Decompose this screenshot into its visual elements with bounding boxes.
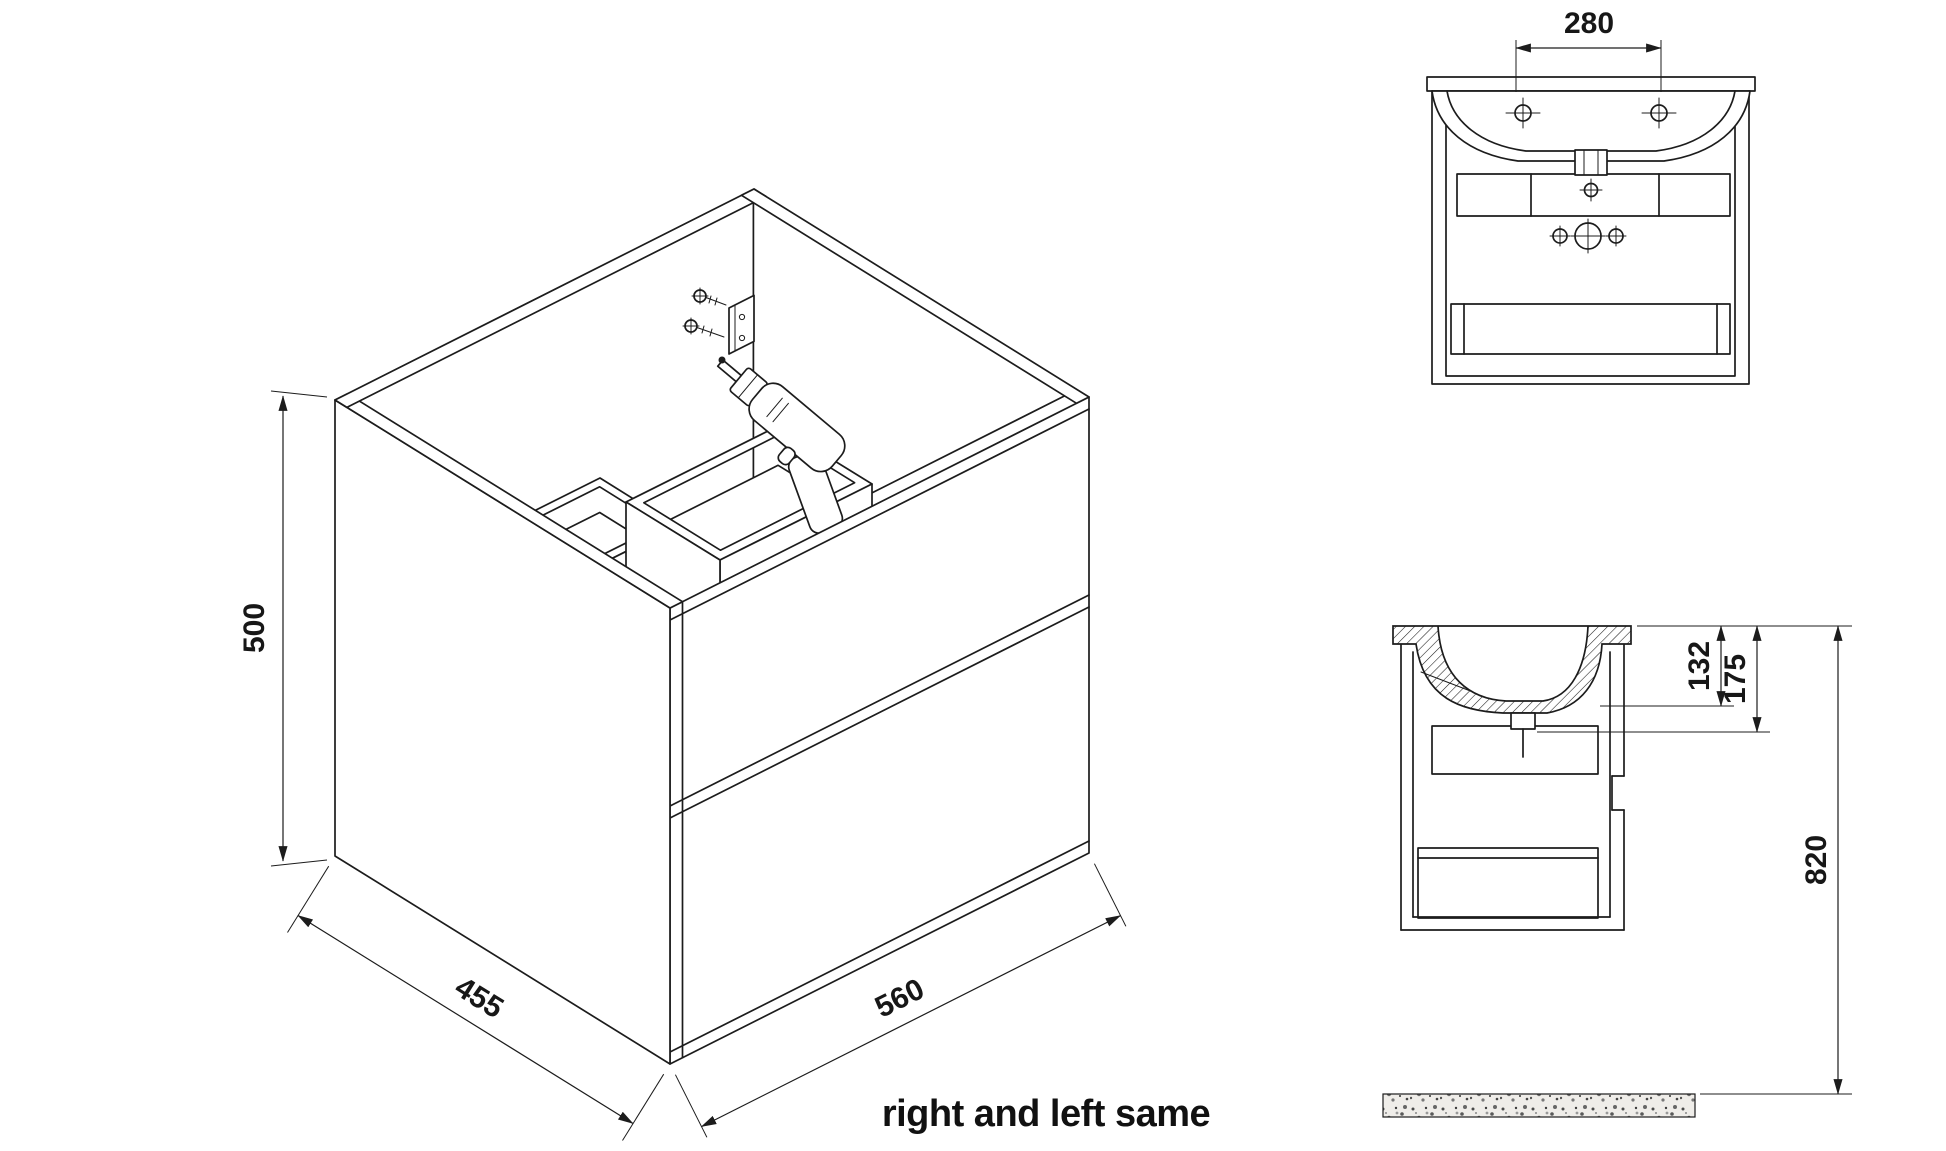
dim-top-depth: 175 [1537, 625, 1770, 733]
floor-strip [1382, 1093, 1696, 1118]
drawer-fronts [669, 396, 1090, 1065]
note-right-left-same: right and left same [882, 1093, 1210, 1135]
dim-height-label: 500 [238, 603, 271, 653]
leader-line [1420, 671, 1474, 693]
dim-floor-height-label: 820 [1800, 835, 1833, 885]
top-rims [334, 188, 1090, 609]
dim-faucet-spacing-label: 280 [1564, 7, 1614, 40]
faucet-hole-icon [1505, 97, 1541, 129]
screw-icon [682, 317, 725, 338]
side-view: 132 175 820 [1382, 625, 1852, 1118]
faucet-hole-icon [1641, 97, 1677, 129]
dim-height: 500 [238, 390, 328, 867]
cabinet-side [1400, 643, 1625, 931]
drill-icon [716, 359, 846, 535]
washbasin-section [1392, 625, 1632, 758]
dim-faucet-spacing: 280 [1515, 7, 1662, 92]
screw-icon [691, 287, 727, 306]
dim-basin-depth-label: 132 [1683, 641, 1716, 691]
dim-floor-height: 820 [1700, 625, 1852, 1095]
drain-section [1510, 712, 1536, 730]
iso-view: 500 455 560 right and left same [238, 188, 1211, 1141]
washbasin-front [1431, 90, 1751, 202]
mounting-bracket [682, 287, 755, 364]
plumbing-holes [1549, 218, 1627, 254]
dim-depth-label: 455 [449, 971, 509, 1025]
front-view: 280 [1426, 7, 1756, 385]
dim-top-depth-label: 175 [1719, 654, 1752, 704]
drain-fitting [1574, 149, 1608, 202]
screw-tip [718, 356, 726, 364]
dim-basin-depth: 132 [1600, 625, 1852, 707]
